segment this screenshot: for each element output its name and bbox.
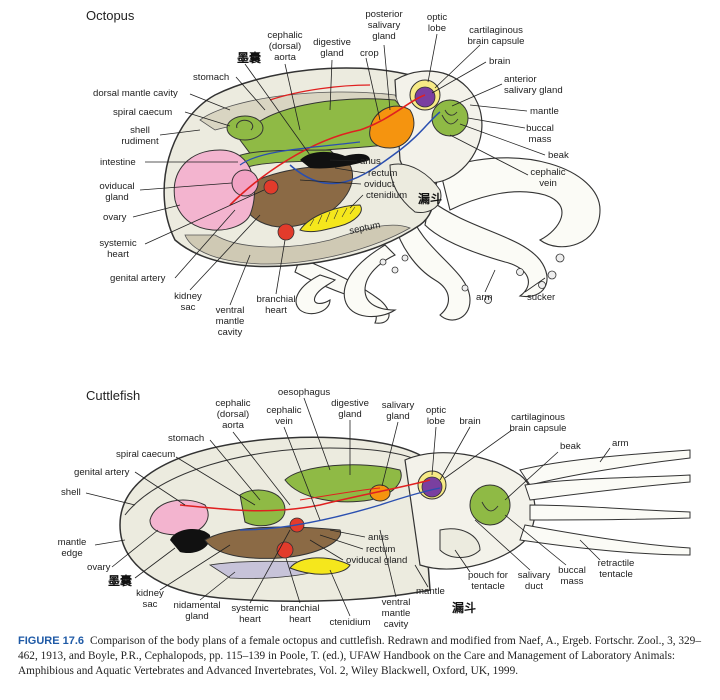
svg-text:cephalic(dorsal)aorta: cephalic(dorsal)aorta (267, 30, 302, 63)
cuttlefish-labels: oesophagus cephalic(dorsal)aorta digesti… (58, 387, 635, 630)
svg-text:genital artery: genital artery (110, 273, 166, 284)
svg-text:anus: anus (360, 156, 381, 167)
svg-text:oviducal gland: oviducal gland (346, 555, 407, 566)
svg-text:beak: beak (560, 441, 581, 452)
svg-text:stomach: stomach (193, 72, 229, 83)
svg-text:ctenidium: ctenidium (329, 617, 370, 628)
octopus-arms (294, 157, 601, 324)
svg-text:arm: arm (476, 292, 493, 303)
svg-text:ovary: ovary (103, 212, 127, 223)
svg-text:genital artery: genital artery (74, 467, 130, 478)
svg-text:spiral caecum: spiral caecum (113, 107, 172, 118)
octopus-suckers (379, 253, 565, 304)
svg-text:intestine: intestine (100, 157, 136, 168)
svg-text:stomach: stomach (168, 433, 204, 444)
cuttlefish-leader-lines (85, 397, 611, 617)
figure-number: FIGURE 17.6 (18, 635, 85, 647)
svg-text:brain: brain (489, 56, 510, 67)
svg-text:oesophagus: oesophagus (278, 387, 330, 398)
octopus-title: Octopus (86, 8, 135, 23)
octopus-drawing (163, 67, 601, 324)
svg-text:crop: crop (360, 48, 379, 59)
octopus-ink-sac-cjk: 墨囊 (237, 50, 262, 65)
octopus-funnel-cjk: 漏斗 (418, 191, 442, 206)
svg-text:beak: beak (548, 150, 569, 161)
anatomy-figure: Octopus (58, 8, 691, 630)
svg-text:anus: anus (368, 532, 389, 543)
svg-text:mantle: mantle (530, 106, 559, 117)
svg-text:cephalic(dorsal)aorta: cephalic(dorsal)aorta (215, 398, 250, 431)
svg-text:shell: shell (61, 487, 81, 498)
svg-text:brain: brain (459, 416, 480, 427)
svg-text:arm: arm (612, 438, 629, 449)
svg-text:oviduct: oviduct (364, 179, 395, 190)
svg-text:dorsal mantle cavity: dorsal mantle cavity (93, 88, 178, 99)
svg-text:sucker: sucker (527, 292, 556, 303)
cuttlefish-title: Cuttlefish (86, 388, 140, 403)
octopus-leader-lines (132, 33, 546, 306)
svg-text:ovary: ovary (87, 562, 111, 573)
cuttlefish-ink-sac-cjk: 墨囊 (108, 573, 133, 588)
svg-text:spiral caecum: spiral caecum (116, 449, 175, 460)
svg-text:rectum: rectum (368, 168, 397, 179)
cuttlefish-funnel-cjk: 漏斗 (452, 600, 476, 615)
cuttlefish-drawing (119, 436, 691, 603)
caption-text: Comparison of the body plans of a female… (18, 635, 701, 677)
svg-text:mantle: mantle (416, 586, 445, 597)
svg-text:rectum: rectum (366, 544, 395, 555)
svg-text:ctenidium: ctenidium (366, 190, 407, 201)
